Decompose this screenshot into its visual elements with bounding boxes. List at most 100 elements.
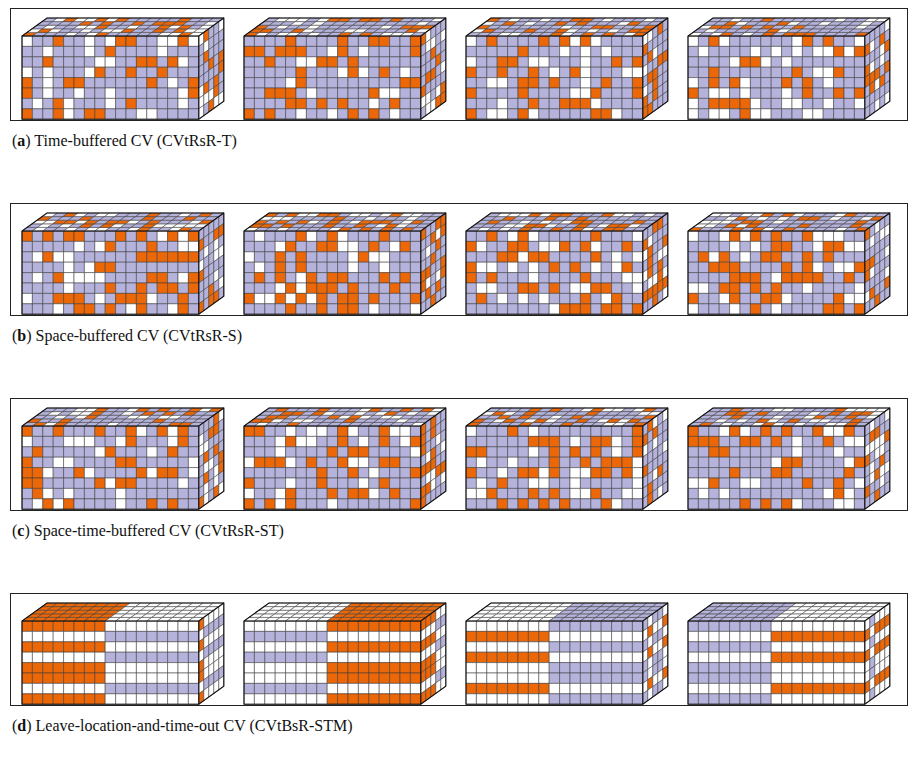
grid-cell xyxy=(136,283,146,293)
grid-cell xyxy=(782,283,792,293)
grid-cell xyxy=(265,304,275,314)
grid-cell xyxy=(105,252,115,262)
grid-cell xyxy=(157,46,167,56)
grid-cell xyxy=(497,273,507,283)
grid-cell xyxy=(580,36,590,46)
grid-cell xyxy=(105,88,115,98)
grid-cell xyxy=(730,293,740,303)
grid-cell xyxy=(730,57,740,67)
grid-cell xyxy=(813,304,823,314)
grid-cell xyxy=(244,241,254,251)
grid-cell xyxy=(105,98,115,108)
grid-cell xyxy=(834,273,844,283)
grid-cell xyxy=(709,231,719,241)
grid-cell xyxy=(508,241,518,251)
grid-cell xyxy=(854,88,864,98)
grid-cell xyxy=(834,231,844,241)
grid-cell xyxy=(771,304,781,314)
grid-cell xyxy=(53,36,63,46)
grid-cell xyxy=(188,273,198,283)
grid-cell xyxy=(369,262,379,272)
grid-cell xyxy=(813,57,823,67)
grid-cell xyxy=(178,252,188,262)
grid-cell xyxy=(296,293,306,303)
grid-cell xyxy=(348,241,358,251)
grid-cell xyxy=(709,304,719,314)
grid-cell xyxy=(854,36,864,46)
grid-cell xyxy=(802,241,812,251)
grid-cell xyxy=(528,252,538,262)
grid-cell xyxy=(622,283,632,293)
grid-cell xyxy=(612,88,622,98)
grid-cell xyxy=(410,78,420,88)
grid-cell xyxy=(43,109,53,119)
grid-cell xyxy=(771,78,781,88)
grid-cell xyxy=(327,283,337,293)
grid-cell xyxy=(834,109,844,119)
grid-cell xyxy=(719,273,729,283)
grid-cell xyxy=(327,231,337,241)
grid-cell xyxy=(126,78,136,88)
grid-cell xyxy=(750,231,760,241)
space-time-cuboid xyxy=(688,213,890,314)
grid-cell xyxy=(64,273,74,283)
grid-cell xyxy=(487,57,497,67)
grid-cell xyxy=(43,57,53,67)
grid-cell xyxy=(612,252,622,262)
grid-cell xyxy=(761,88,771,98)
grid-cell xyxy=(275,88,285,98)
grid-cell xyxy=(698,262,708,272)
grid-cell xyxy=(168,283,178,293)
grid-cell xyxy=(622,241,632,251)
grid-cell xyxy=(147,273,157,283)
grid-cell xyxy=(178,98,188,108)
grid-cell xyxy=(358,293,368,303)
grid-cell xyxy=(338,67,348,77)
grid-cell xyxy=(823,36,833,46)
grid-cell xyxy=(476,98,486,108)
grid-cell xyxy=(750,57,760,67)
grid-cell xyxy=(771,57,781,67)
grid-cell xyxy=(64,78,74,88)
grid-cell xyxy=(400,36,410,46)
grid-cell xyxy=(560,88,570,98)
grid-cell xyxy=(782,46,792,56)
grid-cell xyxy=(188,252,198,262)
grid-cell xyxy=(116,241,126,251)
grid-cell xyxy=(296,78,306,88)
grid-cell xyxy=(622,78,632,88)
grid-cell xyxy=(698,57,708,67)
grid-cell xyxy=(740,98,750,108)
grid-cell xyxy=(698,67,708,77)
grid-cell xyxy=(53,78,63,88)
grid-cell xyxy=(476,109,486,119)
grid-cell xyxy=(591,273,601,283)
grid-cell xyxy=(549,98,559,108)
grid-cell xyxy=(95,262,105,272)
grid-cell xyxy=(750,293,760,303)
grid-cell xyxy=(53,98,63,108)
grid-cell xyxy=(188,36,198,46)
grid-cell xyxy=(601,283,611,293)
grid-cell xyxy=(168,252,178,262)
grid-cell xyxy=(487,78,497,88)
grid-cell xyxy=(740,252,750,262)
grid-cell xyxy=(802,88,812,98)
grid-cell xyxy=(286,109,296,119)
grid-cell xyxy=(823,78,833,88)
grid-cell xyxy=(549,283,559,293)
grid-cell xyxy=(476,46,486,56)
grid-cell xyxy=(275,46,285,56)
grid-cell xyxy=(157,231,167,241)
grid-cell xyxy=(591,252,601,262)
grid-cell xyxy=(740,67,750,77)
grid-cell xyxy=(178,78,188,88)
grid-cell xyxy=(539,273,549,283)
grid-cell xyxy=(771,231,781,241)
grid-cell xyxy=(698,36,708,46)
grid-cell xyxy=(157,67,167,77)
grid-cell xyxy=(549,78,559,88)
grid-cell xyxy=(286,283,296,293)
grid-cell xyxy=(64,231,74,241)
grid-cell xyxy=(854,78,864,88)
